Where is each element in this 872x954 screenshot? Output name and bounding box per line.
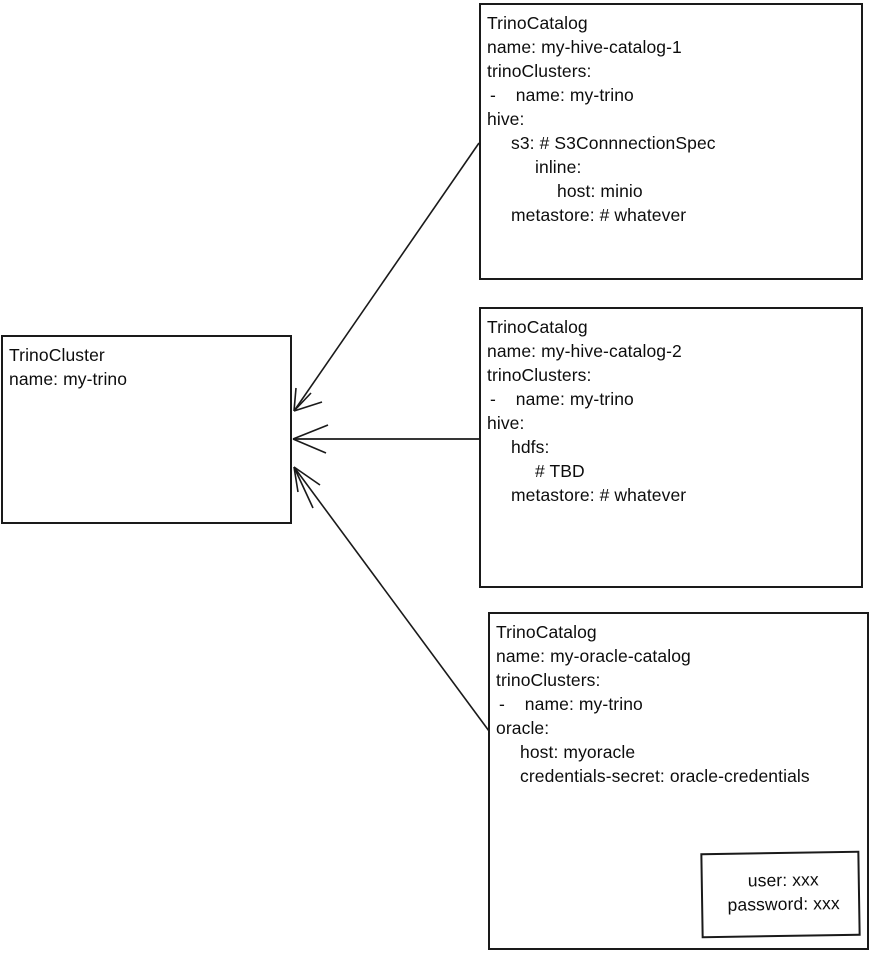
credentials-secret-yaml: user: xxx password: xxx (702, 853, 858, 917)
trino-catalog-2-box[interactable]: TrinoCatalog name: my-hive-catalog-2 tri… (479, 307, 863, 588)
cluster-kind-label: TrinoCluster (9, 345, 105, 365)
catalog-1-kind-label: TrinoCatalog (487, 13, 588, 33)
catalog-1-host-label: host: minio (557, 181, 643, 201)
catalog-3-credentials-label: credentials-secret: oracle-credentials (520, 766, 810, 786)
catalog-3-kind-label: TrinoCatalog (496, 622, 597, 642)
catalog-1-s3-label: s3: # S3ConnnectionSpec (511, 133, 716, 153)
cluster-name-label: name: my-trino (9, 369, 128, 389)
catalog-1-name-label: name: my-hive-catalog-1 (487, 37, 682, 57)
catalog-2-tbd-comment: # TBD (535, 461, 585, 481)
catalog-2-hdfs-label: hdfs: (511, 437, 550, 457)
catalog-2-metastore-label: metastore: # whatever (511, 485, 687, 505)
trino-cluster-box[interactable]: TrinoCluster name: my-trino (1, 335, 292, 524)
catalog-2-name-label: name: my-hive-catalog-2 (487, 341, 682, 361)
credentials-secret-box[interactable]: user: xxx password: xxx (700, 850, 861, 939)
arrow-catalog-1-to-cluster (293, 142, 480, 412)
catalog-3-oracle-label: oracle: (496, 718, 550, 738)
catalog-2-hive-label: hive: (487, 413, 525, 433)
catalog-1-inline-label: inline: (535, 157, 582, 177)
arrow-catalog-3-to-cluster (293, 466, 490, 732)
catalog-1-hive-label: hive: (487, 109, 525, 129)
catalog-2-kind-label: TrinoCatalog (487, 317, 588, 337)
catalog-1-metastore-label: metastore: # whatever (511, 205, 687, 225)
trino-catalog-3-yaml: TrinoCatalog name: my-oracle-catalog tri… (490, 614, 867, 788)
credentials-password-label: password: xxx (727, 893, 840, 915)
catalog-1-clusters-label: trinoClusters: (487, 61, 592, 81)
trino-catalog-1-box[interactable]: TrinoCatalog name: my-hive-catalog-1 tri… (479, 3, 863, 280)
credentials-user-label: user: xxx (747, 869, 819, 891)
catalog-2-clusters-label: trinoClusters: (487, 365, 592, 385)
catalog-3-host-label: host: myoracle (520, 742, 636, 762)
arrow-catalog-2-to-cluster (292, 424, 489, 454)
catalog-3-cluster-item: - name: my-trino (499, 694, 643, 714)
catalog-3-clusters-label: trinoClusters: (496, 670, 601, 690)
trino-catalog-1-yaml: TrinoCatalog name: my-hive-catalog-1 tri… (481, 5, 861, 227)
catalog-1-cluster-item: - name: my-trino (490, 85, 634, 105)
catalog-3-name-label: name: my-oracle-catalog (496, 646, 691, 666)
trino-cluster-yaml: TrinoCluster name: my-trino (3, 337, 290, 391)
catalog-2-cluster-item: - name: my-trino (490, 389, 634, 409)
trino-catalog-2-yaml: TrinoCatalog name: my-hive-catalog-2 tri… (481, 309, 861, 507)
